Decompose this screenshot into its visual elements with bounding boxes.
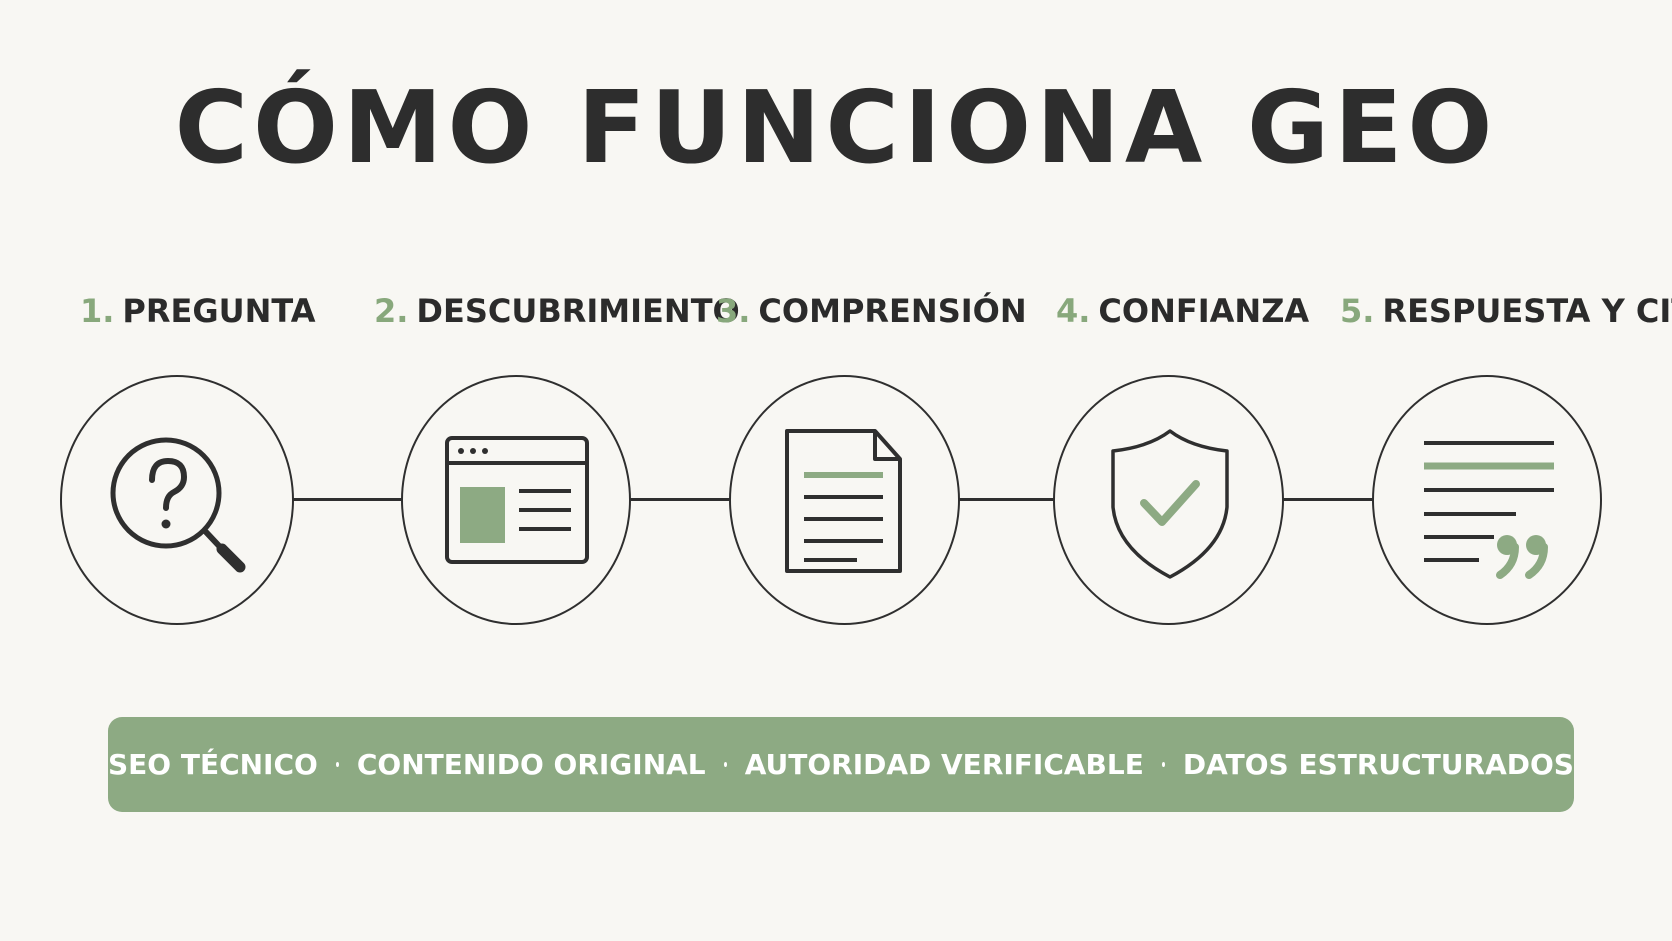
connector-line-3-4 bbox=[958, 498, 1056, 501]
step-title: CONFIANZA bbox=[1098, 292, 1310, 330]
step-number: 4. bbox=[1056, 292, 1091, 330]
step-label-2: 2.DESCUBRIMIENTO bbox=[374, 295, 740, 327]
shield-check-icon bbox=[1111, 429, 1229, 579]
magnifier-question-icon bbox=[110, 437, 246, 573]
step-label-3: 3.COMPRENSIÓN bbox=[716, 295, 1027, 327]
step-circle-2 bbox=[401, 375, 631, 625]
connector-line-1-2 bbox=[292, 498, 402, 501]
separator-dot bbox=[723, 762, 727, 767]
pillar-item: CONTENIDO ORIGINAL bbox=[356, 748, 706, 781]
pillar-item: SEO TÉCNICO bbox=[108, 748, 318, 781]
pillar-item: DATOS ESTRUCTURADOS bbox=[1182, 748, 1574, 781]
step-circle-4 bbox=[1053, 375, 1284, 625]
connector-line-4-5 bbox=[1282, 498, 1374, 501]
step-title: DESCUBRIMIENTO bbox=[416, 292, 740, 330]
pillars-banner: SEO TÉCNICO CONTENIDO ORIGINAL AUTORIDAD… bbox=[108, 717, 1574, 812]
step-label-5: 5.RESPUESTA Y CITA bbox=[1340, 295, 1672, 327]
step-label-1: 1.PREGUNTA bbox=[80, 295, 316, 327]
connector-line-2-3 bbox=[630, 498, 732, 501]
step-circle-3 bbox=[729, 375, 960, 625]
step-number: 1. bbox=[80, 292, 115, 330]
step-circle-5 bbox=[1372, 375, 1602, 625]
step-title: COMPRENSIÓN bbox=[758, 292, 1027, 330]
document-icon bbox=[785, 429, 902, 573]
pillar-item: AUTORIDAD VERIFICABLE bbox=[744, 748, 1144, 781]
step-circle-1 bbox=[60, 375, 294, 625]
text-quote-icon bbox=[1424, 441, 1554, 579]
separator-dot bbox=[335, 762, 339, 767]
browser-window-icon bbox=[445, 436, 589, 564]
step-title: RESPUESTA Y CITA bbox=[1382, 292, 1672, 330]
step-number: 2. bbox=[374, 292, 409, 330]
step-title: PREGUNTA bbox=[122, 292, 316, 330]
separator-dot bbox=[1161, 762, 1165, 767]
step-number: 5. bbox=[1340, 292, 1375, 330]
page-title: CÓMO FUNCIONA GEO bbox=[174, 69, 1498, 186]
step-label-4: 4.CONFIANZA bbox=[1056, 295, 1309, 327]
step-number: 3. bbox=[716, 292, 751, 330]
